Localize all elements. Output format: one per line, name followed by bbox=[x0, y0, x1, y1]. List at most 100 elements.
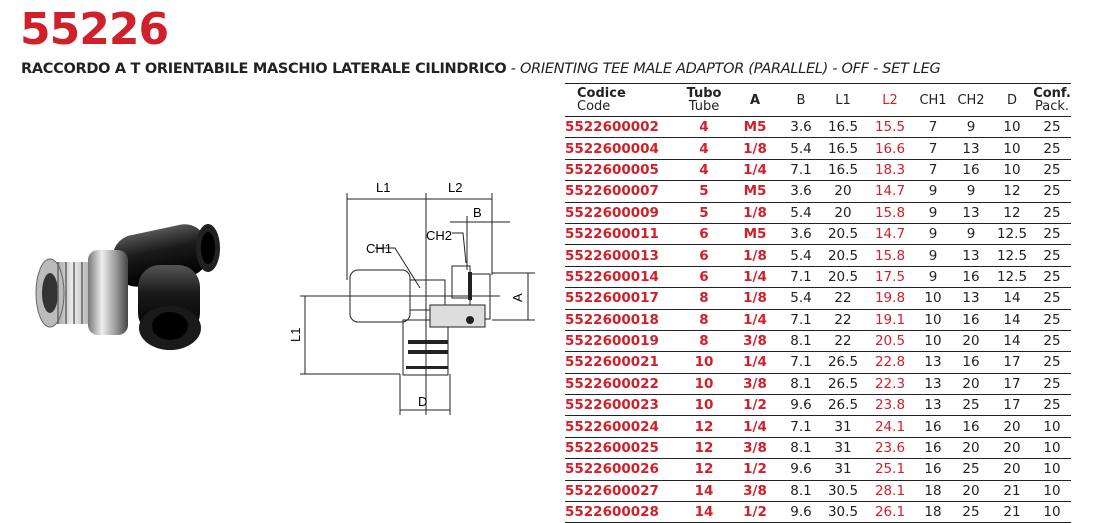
cell-code: 5522600007 bbox=[565, 180, 679, 203]
cell-ch2: 25 bbox=[951, 501, 991, 523]
cell-ch1: 13 bbox=[915, 373, 951, 396]
cell-ch1: 13 bbox=[915, 351, 951, 374]
cell-tube: 5 bbox=[679, 180, 729, 203]
cell-d: 10 bbox=[991, 116, 1033, 139]
cell-code: 5522600024 bbox=[565, 415, 679, 438]
cell-l1: 20.5 bbox=[821, 223, 865, 246]
cell-code: 5522600018 bbox=[565, 309, 679, 331]
cell-l2: 17.5 bbox=[865, 266, 915, 289]
cell-ch1: 10 bbox=[915, 287, 951, 310]
cell-a: 3/8 bbox=[729, 480, 781, 503]
cell-b: 7.1 bbox=[781, 415, 821, 438]
cell-b: 5.4 bbox=[781, 202, 821, 224]
cell-a: 1/4 bbox=[729, 415, 781, 438]
cell-b: 8.1 bbox=[781, 373, 821, 396]
cell-tube: 5 bbox=[679, 202, 729, 224]
cell-ch2: 16 bbox=[951, 309, 991, 331]
dim-label-ch1: CH1 bbox=[366, 241, 392, 256]
cell-code: 5522600005 bbox=[565, 159, 679, 182]
cell-ch1: 18 bbox=[915, 480, 951, 503]
cell-pack: 10 bbox=[1033, 458, 1071, 481]
cell-pack: 10 bbox=[1033, 501, 1071, 523]
col-l1: L1 bbox=[821, 83, 865, 117]
cell-ch1: 16 bbox=[915, 415, 951, 438]
cell-tube: 4 bbox=[679, 137, 729, 160]
cell-l1: 26.5 bbox=[821, 373, 865, 396]
cell-a: 1/8 bbox=[729, 137, 781, 160]
cell-d: 14 bbox=[991, 309, 1033, 331]
cell-pack: 25 bbox=[1033, 266, 1071, 289]
cell-l1: 20 bbox=[821, 202, 865, 224]
cell-tube: 12 bbox=[679, 458, 729, 481]
cell-code: 5522600017 bbox=[565, 287, 679, 310]
cell-d: 20 bbox=[991, 458, 1033, 481]
cell-ch2: 13 bbox=[951, 202, 991, 224]
cell-ch2: 16 bbox=[951, 266, 991, 289]
cell-l2: 26.1 bbox=[865, 501, 915, 523]
cell-code: 5522600022 bbox=[565, 373, 679, 396]
cell-pack: 10 bbox=[1033, 437, 1071, 460]
dim-label-l1-top: L1 bbox=[376, 180, 390, 195]
cell-code: 5522600021 bbox=[565, 351, 679, 374]
cell-l2: 15.8 bbox=[865, 202, 915, 224]
cell-l1: 22 bbox=[821, 287, 865, 310]
product-number: 55226 bbox=[20, 4, 169, 55]
cell-l2: 28.1 bbox=[865, 480, 915, 503]
col-pack: Conf.Pack. bbox=[1033, 83, 1071, 117]
cell-code: 5522600019 bbox=[565, 330, 679, 353]
cell-d: 14 bbox=[991, 330, 1033, 353]
cell-ch2: 13 bbox=[951, 244, 991, 267]
cell-code: 5522600009 bbox=[565, 202, 679, 224]
cell-a: 1/8 bbox=[729, 202, 781, 224]
cell-ch1: 9 bbox=[915, 244, 951, 267]
cell-d: 12 bbox=[991, 180, 1033, 203]
cell-ch2: 20 bbox=[951, 480, 991, 503]
cell-l2: 19.1 bbox=[865, 309, 915, 331]
cell-pack: 25 bbox=[1033, 351, 1071, 374]
col-l2: L2 bbox=[865, 83, 915, 117]
cell-pack: 25 bbox=[1033, 330, 1071, 353]
cell-tube: 10 bbox=[679, 394, 729, 417]
cell-l2: 22.3 bbox=[865, 373, 915, 396]
cell-a: 1/8 bbox=[729, 287, 781, 310]
cell-l1: 22 bbox=[821, 309, 865, 331]
cell-l1: 31 bbox=[821, 437, 865, 460]
cell-pack: 25 bbox=[1033, 223, 1071, 246]
cell-code: 5522600011 bbox=[565, 223, 679, 246]
cell-tube: 4 bbox=[679, 159, 729, 182]
cell-pack: 10 bbox=[1033, 415, 1071, 438]
cell-d: 12 bbox=[991, 202, 1033, 224]
cell-ch2: 9 bbox=[951, 180, 991, 203]
cell-tube: 6 bbox=[679, 266, 729, 289]
cell-b: 9.6 bbox=[781, 458, 821, 481]
cell-b: 3.6 bbox=[781, 116, 821, 139]
cell-l2: 19.8 bbox=[865, 287, 915, 310]
dim-label-b: B bbox=[473, 205, 482, 220]
cell-b: 8.1 bbox=[781, 437, 821, 460]
cell-l1: 31 bbox=[821, 415, 865, 438]
cell-ch2: 16 bbox=[951, 351, 991, 374]
cell-d: 21 bbox=[991, 501, 1033, 523]
cell-ch2: 20 bbox=[951, 373, 991, 396]
cell-d: 17 bbox=[991, 351, 1033, 374]
cell-d: 17 bbox=[991, 394, 1033, 417]
cell-l1: 16.5 bbox=[821, 116, 865, 139]
cell-a: 1/4 bbox=[729, 159, 781, 182]
cell-ch1: 7 bbox=[915, 159, 951, 182]
cell-ch2: 20 bbox=[951, 437, 991, 460]
cell-code: 5522600026 bbox=[565, 458, 679, 481]
cell-ch2: 16 bbox=[951, 415, 991, 438]
product-photo bbox=[35, 224, 220, 350]
cell-b: 7.1 bbox=[781, 266, 821, 289]
cell-b: 7.1 bbox=[781, 309, 821, 331]
